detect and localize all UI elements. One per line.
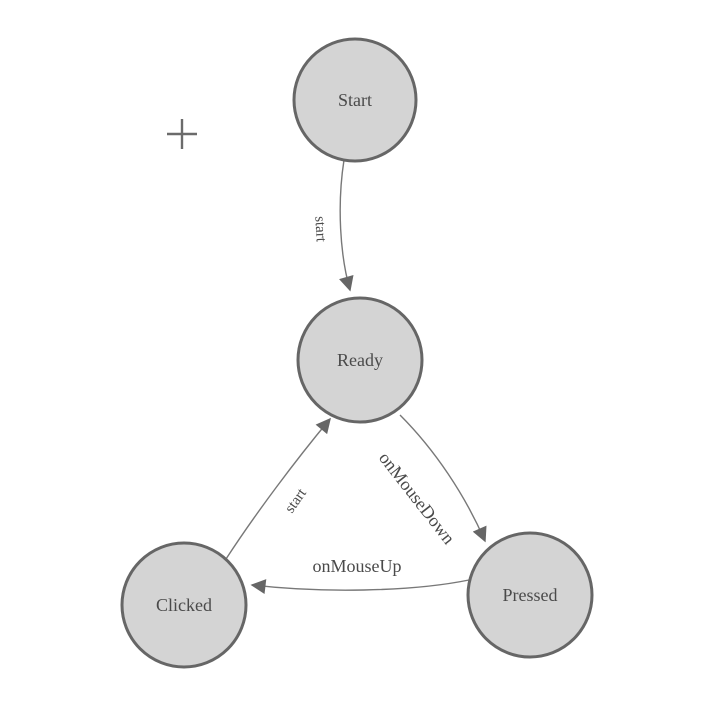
add-state-button[interactable] bbox=[167, 119, 197, 149]
state-circle[interactable] bbox=[466, 531, 594, 659]
state-label: Clicked bbox=[156, 595, 212, 615]
state-label: Start bbox=[338, 90, 372, 110]
edge-line[interactable] bbox=[399, 414, 487, 543]
state-node-ready[interactable]: Ready bbox=[296, 296, 424, 424]
state-node-clicked[interactable]: Clicked bbox=[120, 541, 248, 669]
edge-label: start bbox=[282, 485, 310, 516]
state-circle[interactable] bbox=[120, 541, 248, 669]
edge-line[interactable] bbox=[225, 417, 331, 560]
state-node-pressed[interactable]: Pressed bbox=[466, 531, 594, 659]
edge-start-to-ready[interactable]: start bbox=[311, 159, 354, 292]
state-circle[interactable] bbox=[292, 37, 418, 163]
state-label: Ready bbox=[337, 350, 383, 370]
state-label: Pressed bbox=[503, 585, 558, 605]
edge-pressed-to-clicked[interactable]: onMouseUp bbox=[250, 556, 470, 595]
edge-line[interactable] bbox=[250, 579, 470, 595]
state-circle[interactable] bbox=[296, 296, 424, 424]
state-node-start[interactable]: Start bbox=[292, 37, 418, 163]
edge-ready-to-pressed[interactable]: onMouseDown bbox=[375, 414, 487, 548]
edge-clicked-to-ready[interactable]: start bbox=[225, 417, 331, 560]
edge-label: onMouseUp bbox=[313, 556, 402, 576]
edge-label: start bbox=[311, 216, 328, 243]
edge-line[interactable] bbox=[339, 159, 354, 292]
edge-label: onMouseDown bbox=[375, 448, 459, 548]
